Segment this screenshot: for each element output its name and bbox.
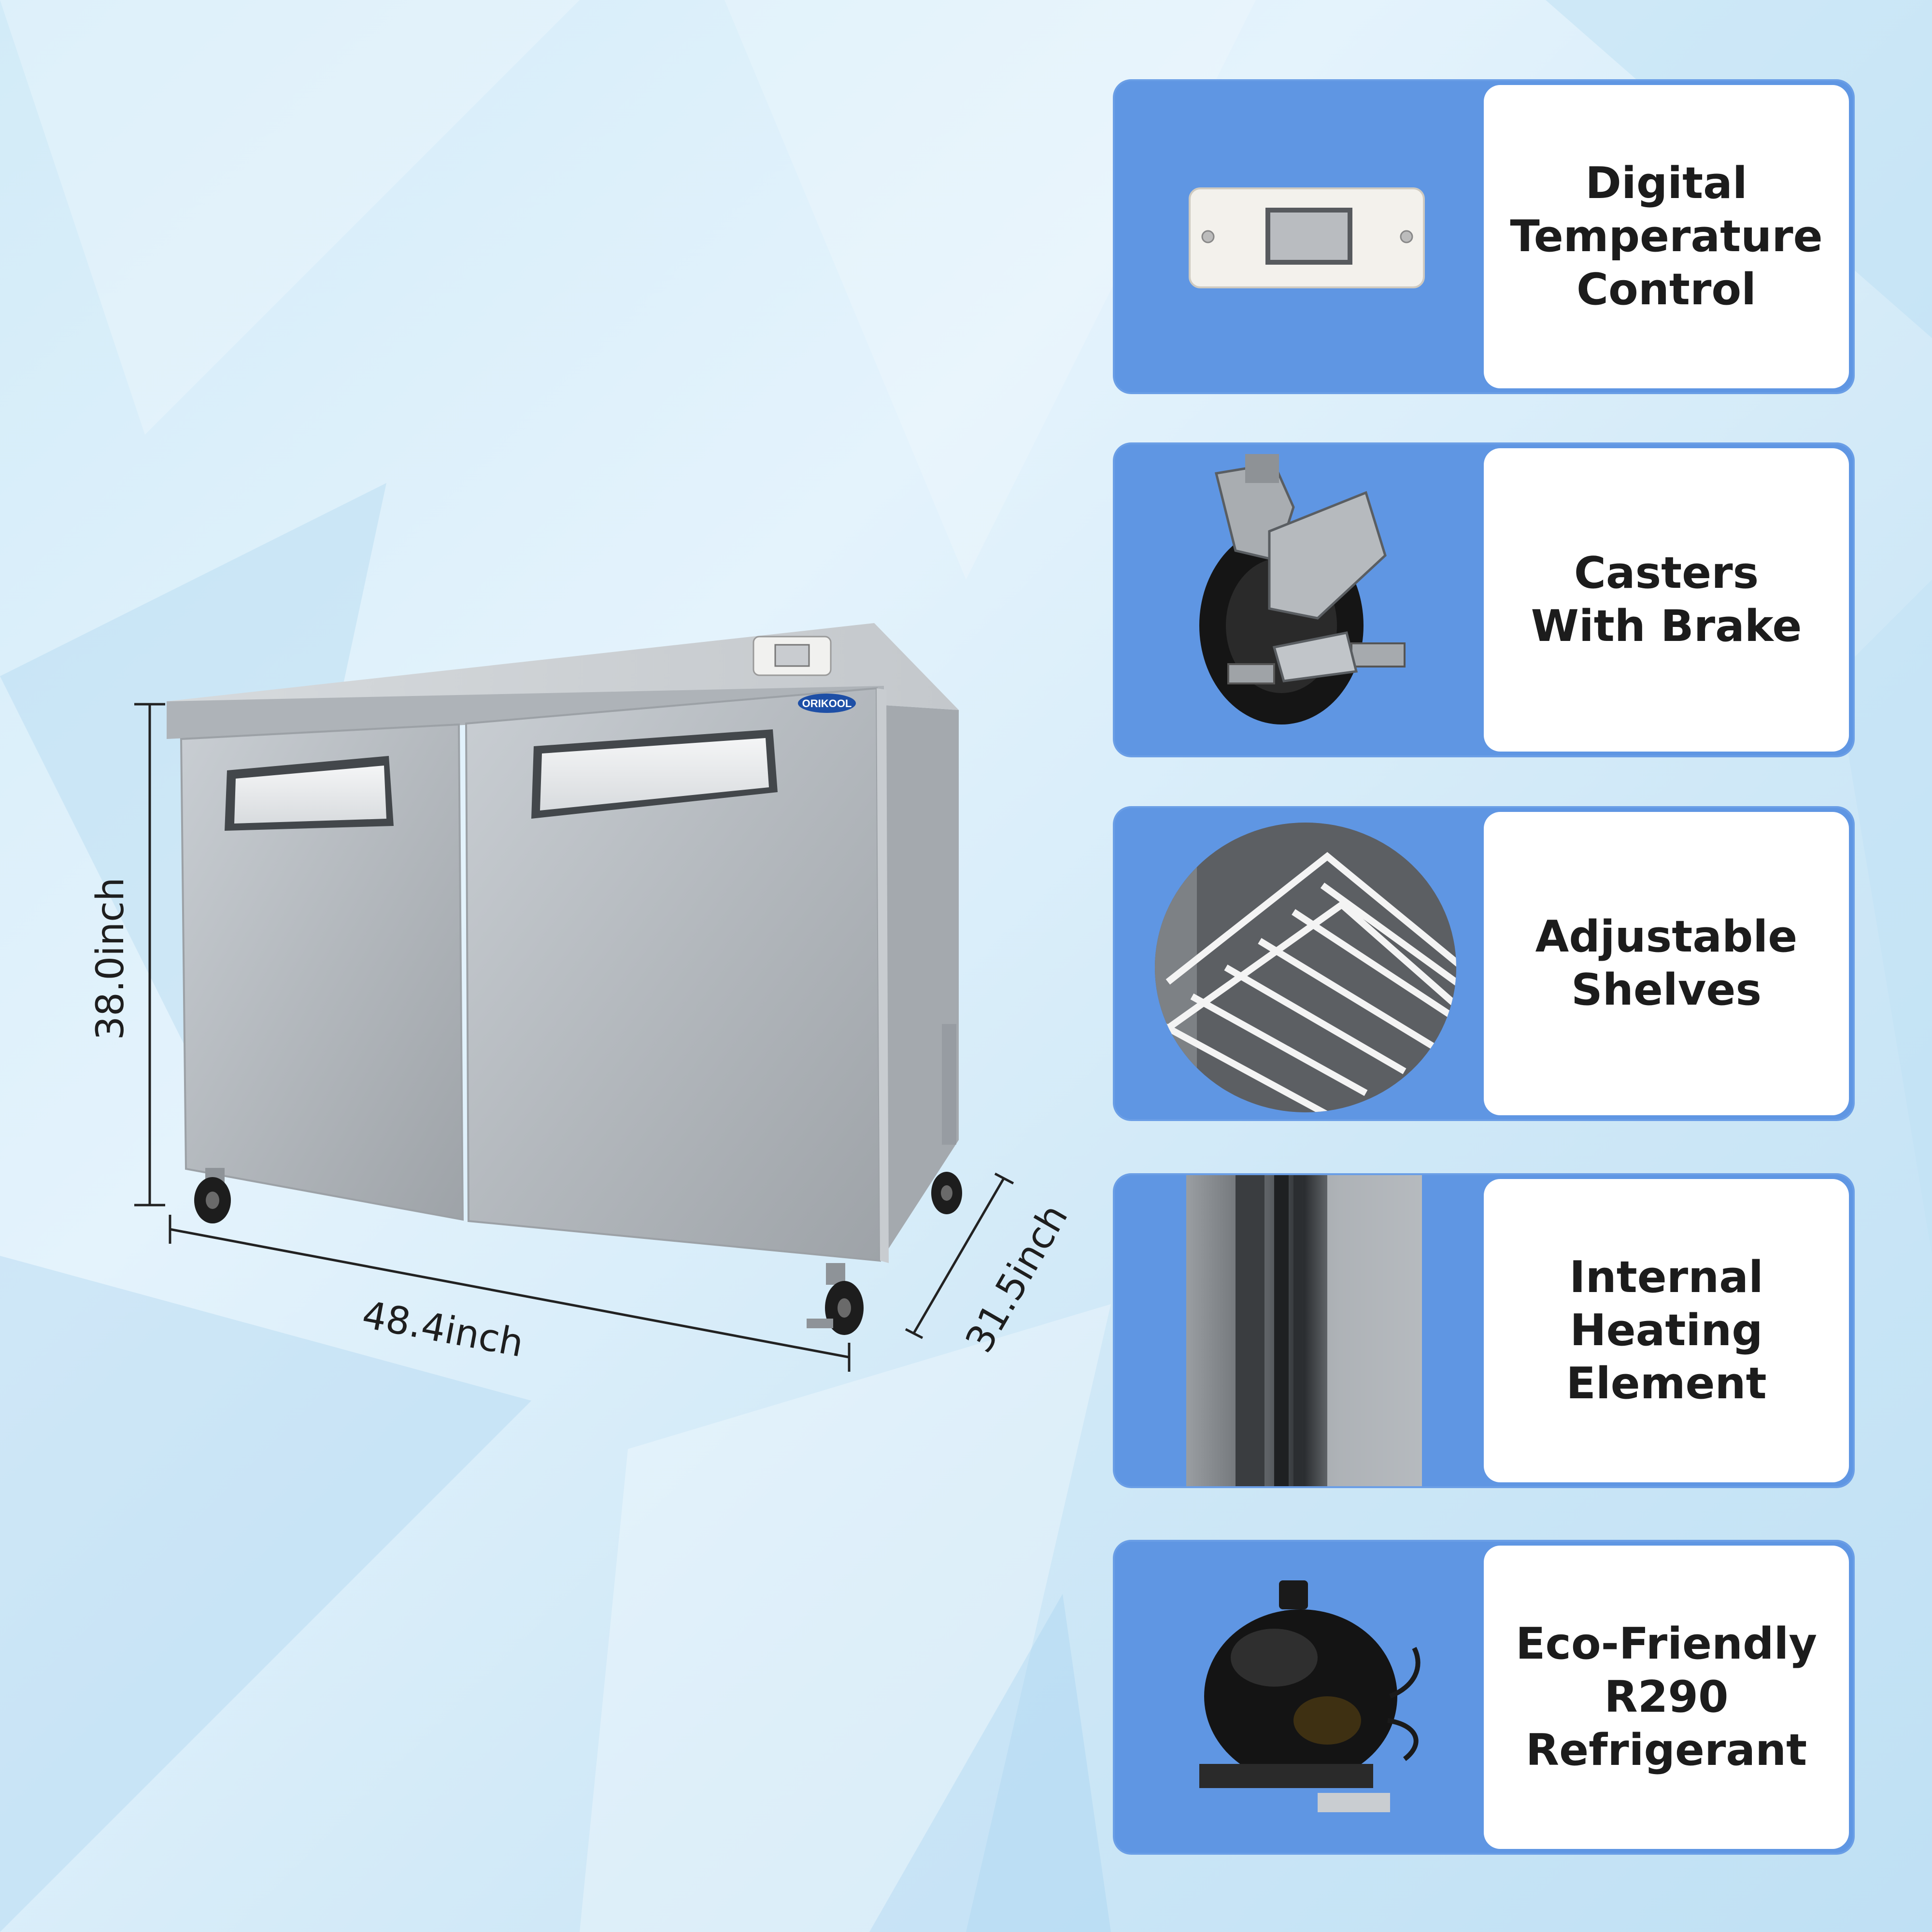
depth-label: 31.5inch (957, 1197, 1076, 1360)
feature-card-casters: Casters With Brake (1115, 444, 1853, 755)
width-dimension-line (169, 1215, 851, 1372)
door-gasket-icon (1115, 1175, 1484, 1486)
depth-dimension-line (905, 1172, 1014, 1339)
brand-logo-text: ORIKOOL (802, 697, 852, 710)
digital-thermostat-icon (1115, 81, 1484, 392)
feature-text-box: Eco-Friendly R290 Refrigerant (1484, 1546, 1849, 1849)
caster-back-right (931, 1172, 962, 1214)
feature-card-shelves: Adjustable Shelves (1115, 808, 1853, 1119)
feature-label-shelves: Adjustable Shelves (1535, 911, 1798, 1015)
caster-front-right (807, 1263, 864, 1335)
feature-text-box: Casters With Brake (1484, 448, 1849, 752)
wire-shelf-icon (1115, 808, 1484, 1119)
feature-text-box: Adjustable Shelves (1484, 812, 1849, 1115)
caster-wheel-icon (1115, 444, 1484, 755)
feature-label-temperature-control: Digital Temperature Control (1510, 158, 1823, 315)
feature-label-casters: Casters With Brake (1531, 548, 1802, 652)
left-door (180, 723, 464, 1221)
width-label: 48.4inch (359, 1293, 527, 1365)
feature-label-heating: Internal Heating Element (1566, 1252, 1767, 1409)
side-vent (942, 1024, 956, 1145)
compressor-icon (1115, 1542, 1484, 1853)
cabinet-side-panel (884, 705, 959, 1256)
feature-text-box: Digital Temperature Control (1484, 85, 1849, 388)
undercounter-refrigerator-illustration: ORIKOOL 38.0inch 48.4inch 31.5inch (89, 623, 1077, 1372)
feature-label-refrigerant: Eco-Friendly R290 Refrigerant (1515, 1619, 1818, 1776)
cabinet-front-strip (167, 686, 884, 739)
feature-card-refrigerant: Eco-Friendly R290 Refrigerant (1115, 1542, 1853, 1853)
feature-card-heating: Internal Heating Element (1115, 1175, 1853, 1486)
top-thermostat-icon (753, 636, 832, 676)
feature-text-box: Internal Heating Element (1484, 1179, 1849, 1482)
brand-logo: ORIKOOL (798, 694, 856, 713)
height-dimension-line (134, 703, 165, 1207)
caster-front-left (194, 1168, 231, 1223)
height-label: 38.0inch (89, 877, 132, 1040)
feature-card-temperature-control: Digital Temperature Control (1115, 81, 1853, 392)
